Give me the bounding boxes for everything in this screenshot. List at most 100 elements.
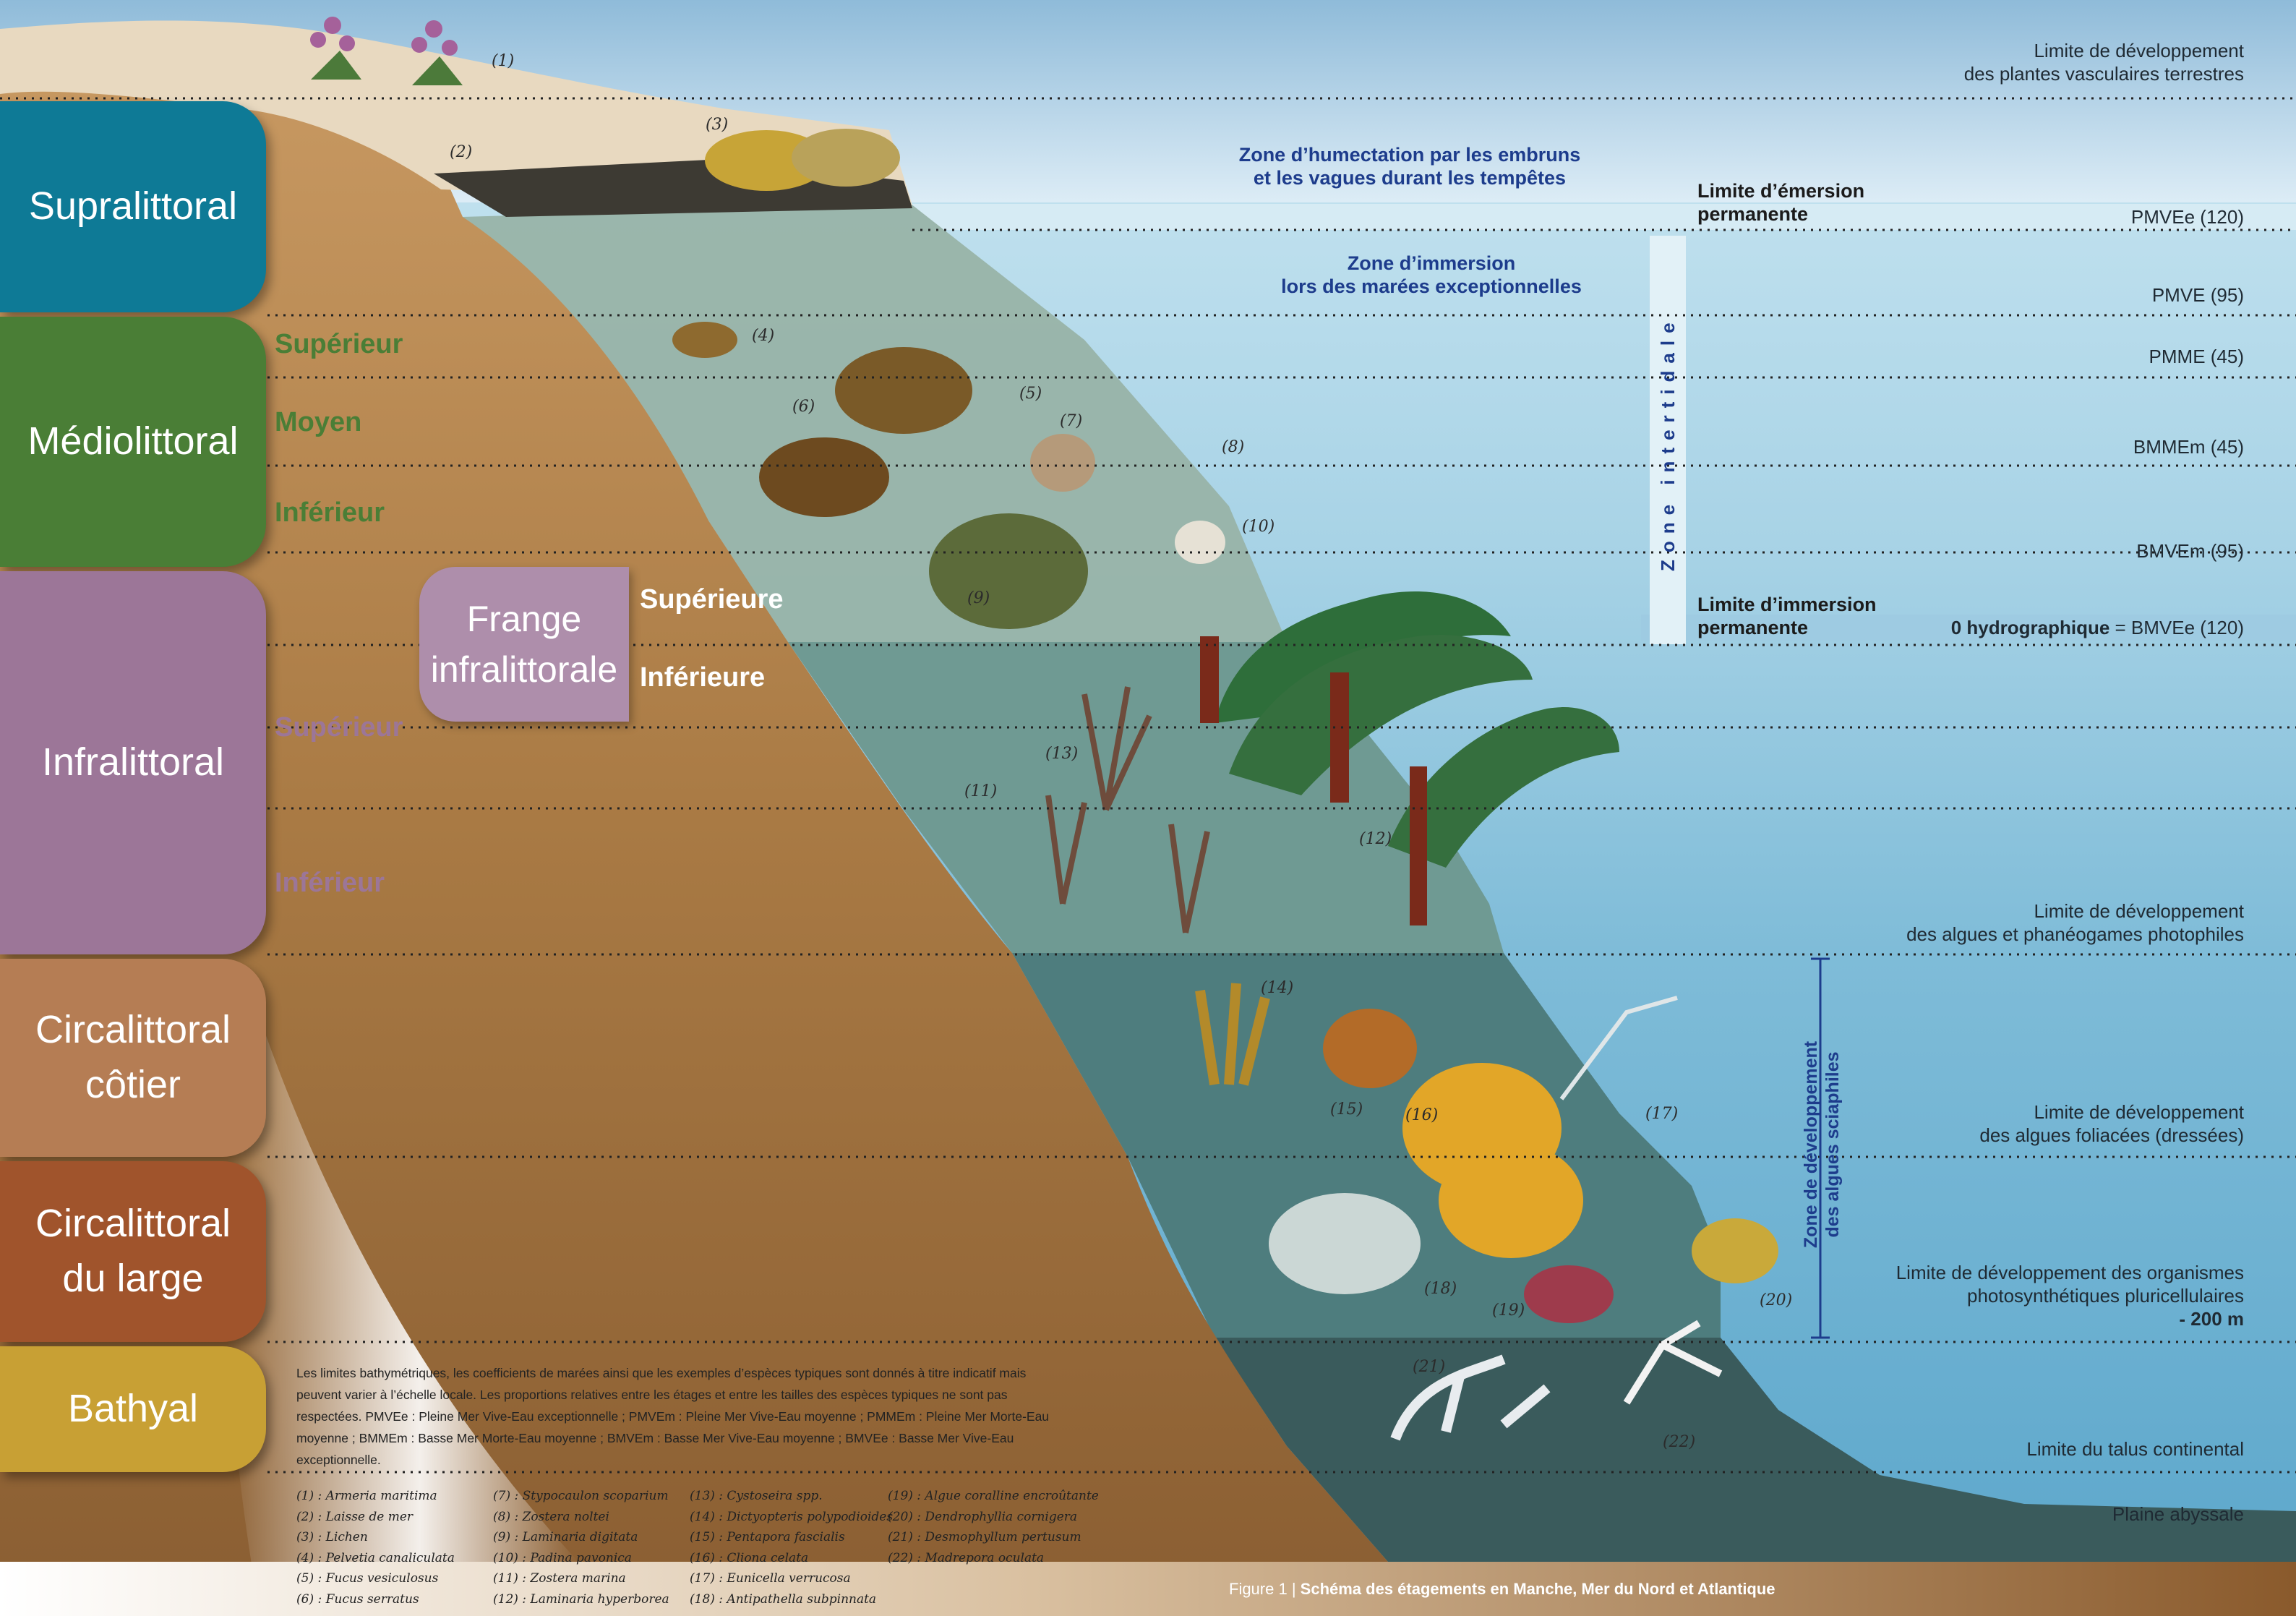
level-text: BMMEm (45) [2133,435,2244,458]
lichen-rock [792,129,900,187]
species-number: (19) [1492,1301,1525,1320]
species-number: (22) [1663,1433,1695,1451]
level-label: PMVEe (120) [2131,205,2244,228]
sublevel-infra-superieur: Supérieur [275,712,403,743]
legend-item: (11) : Zostera marina [493,1568,669,1589]
species-legend-col: (7) : Stypocaulon scoparium (8) : Zoster… [493,1486,669,1609]
legend-item: (7) : Stypocaulon scoparium [493,1486,669,1507]
legend-item: (12) : Laminaria hyperborea [493,1589,669,1610]
legend-item: (17) : Eunicella verrucosa [690,1568,893,1589]
level-label: 0 hydrographique = BMVEe (120) [1951,616,2244,639]
spray-band [911,204,2296,230]
sublevel-infra-inferieur: Inférieur [275,868,385,899]
zone-label: Circalittoral [35,1197,231,1252]
zone-label: Médiolittoral [27,414,238,469]
caption-prefix: Figure 1 | [1229,1580,1301,1598]
level-text: des algues foliacées (dressées) [1979,1124,2244,1147]
sublevel-medio-superieur: Supérieur [275,329,403,360]
level-label: Plaine abyssale [2112,1502,2244,1526]
species-number: (13) [1045,745,1078,763]
zone-desc: lors des marées exceptionnelles [1229,275,1634,298]
level-text: Limite du talus continental [2026,1437,2244,1461]
legend-item: (10) : Padina pavonica [493,1548,669,1569]
legend-item: (2) : Laisse de mer [296,1507,455,1528]
limite-immersion-label: Limite d’immersion permanente [1697,593,1877,639]
legend-item: (16) : Cliona celata [690,1548,893,1569]
level-label: Limite de développement des plantes vasc… [1964,39,2244,85]
zone-label: Infralittoral [42,735,224,790]
species-number: (3) [706,116,728,134]
species-number: (10) [1242,518,1275,536]
species-number: (12) [1359,830,1392,848]
legend-item: (4) : Pelvetia canaliculata [296,1548,455,1569]
zone-label: Bathyal [68,1382,198,1437]
limit-text: permanente [1697,616,1877,639]
level-text: PMVE (95) [2152,283,2244,307]
species-number: (1) [492,52,514,70]
zone-desc: et les vagues durant les tempêtes [1186,166,1634,189]
level-text: 0 hydrographique [1951,617,2110,638]
zone-supralittoral: Supralittoral [0,101,266,312]
legend-item: (9) : Laminaria digitata [493,1527,669,1548]
species-number: (6) [792,398,815,416]
level-label: PMVE (95) [2152,283,2244,307]
level-label: Limite du talus continental [2026,1437,2244,1461]
zone-label: Supralittoral [29,179,237,234]
level-text: photosynthétiques pluricellulaires [1896,1284,2244,1307]
limit-text: Limite d’émersion [1697,179,1864,202]
zone-desc: Zone de développement [1800,1025,1822,1264]
species-number: (14) [1261,979,1293,997]
level-text: PMME (45) [2149,345,2244,368]
zone-label: côtier [35,1058,231,1113]
species-number: (7) [1060,412,1082,430]
level-text: - 200 m [1896,1307,2244,1330]
species-number: (8) [1222,438,1244,456]
limit-text: permanente [1697,202,1864,226]
level-label: BMVEm (95) [2136,539,2244,563]
legend-item: (22) : Madrepora oculata [888,1548,1099,1569]
species-number: (20) [1760,1291,1792,1309]
level-label: Limite de développement des organismes p… [1896,1261,2244,1330]
zone-label: Frange [431,594,617,644]
level-text: Limite de développement [1964,39,2244,62]
sublevel-medio-inferieur: Inférieur [275,497,385,529]
zone-intertidale-label: Zone intertidale [1657,315,1679,571]
legend-item: (21) : Desmophyllum pertusum [888,1527,1099,1548]
level-label: BMMEm (45) [2133,435,2244,458]
species-number: (15) [1330,1100,1363,1119]
level-text: Limite de développement [1906,899,2244,923]
caption-title: Schéma des étagements en Manche, Mer du … [1301,1580,1775,1598]
figure-caption: Figure 1 | Schéma des étagements en Manc… [1229,1580,1775,1599]
level-label: PMME (45) [2149,345,2244,368]
legend-item: (18) : Antipathella subpinnata [690,1589,893,1610]
species-number: (16) [1405,1106,1438,1124]
legend-item: (1) : Armeria maritima [296,1486,455,1507]
legend-item: (5) : Fucus vesiculosus [296,1568,455,1589]
level-text: des plantes vasculaires terrestres [1964,62,2244,85]
limit-text: Limite d’immersion [1697,593,1877,616]
zone-label: Circalittoral [35,1003,231,1058]
sublevel-medio-moyen: Moyen [275,407,361,438]
zone-infralittoral: Infralittoral [0,571,266,954]
species-legend-col: (13) : Cystoseira spp. (14) : Dictyopter… [690,1486,893,1609]
species-number: (5) [1019,385,1042,403]
species-legend-col: (1) : Armeria maritima (2) : Laisse de m… [296,1486,455,1609]
zone-label: infralittorale [431,644,617,695]
zone-mediolittoral: Médiolittoral [0,317,266,567]
zone-sciaphiles-label: Zone de développement des algues sciaphi… [1800,1025,1843,1264]
zone-desc: Zone d’immersion [1229,252,1634,275]
legend-item: (20) : Dendrophyllia cornigera [888,1507,1099,1528]
level-label: Limite de développement des algues et ph… [1906,899,2244,946]
species-number: (17) [1645,1105,1678,1123]
zone-bathyal: Bathyal [0,1346,266,1472]
legend-item: (14) : Dictyopteris polypodioides [690,1507,893,1528]
legend-item: (13) : Cystoseira spp. [690,1486,893,1507]
level-text: BMVEm (95) [2136,539,2244,563]
level-text: Limite de développement [1979,1100,2244,1124]
zone-immersion-label: Zone d’immersion lors des marées excepti… [1229,252,1634,298]
zone-desc: Zone d’humectation par les embruns [1186,143,1634,166]
species-number: (18) [1424,1280,1457,1298]
